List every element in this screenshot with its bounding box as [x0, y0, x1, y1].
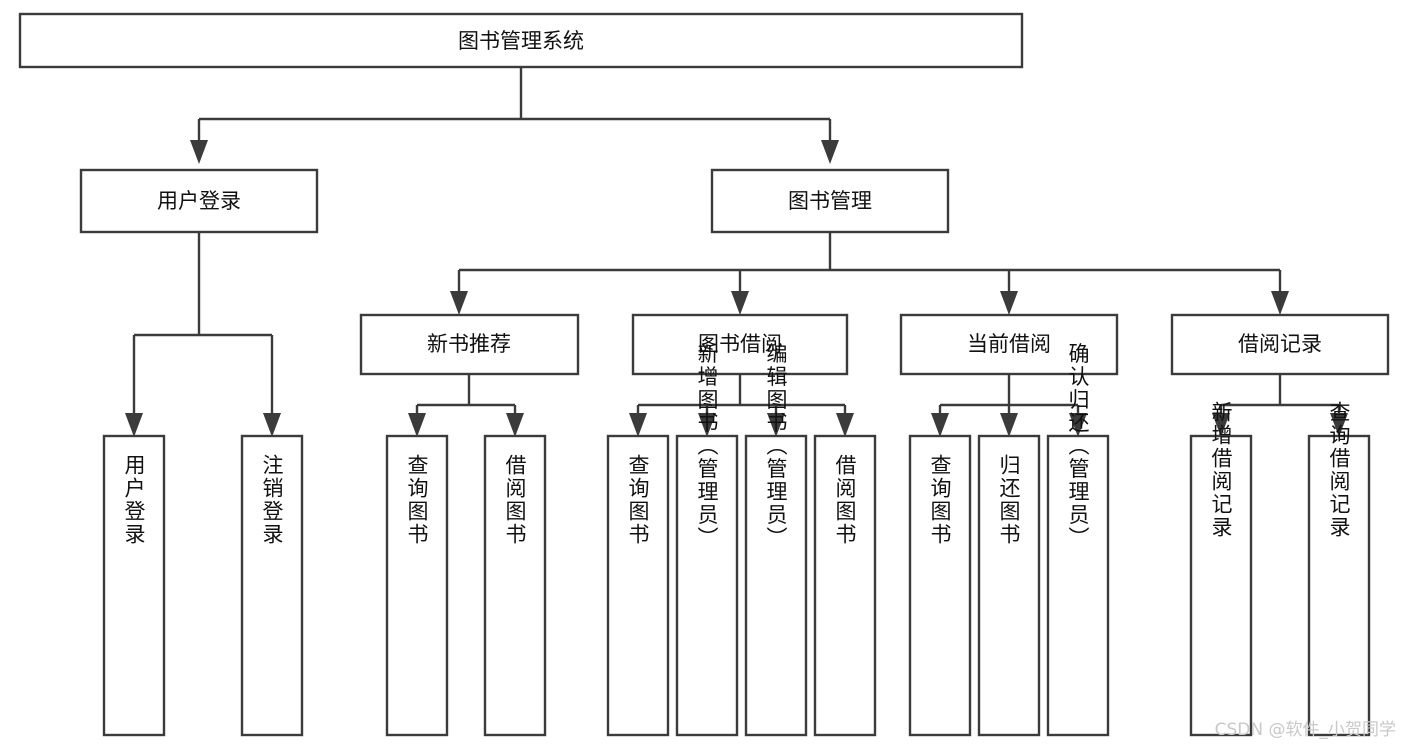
leaf-return-book-box[interactable] [977, 434, 1041, 737]
arrow-to-user-login [190, 140, 208, 164]
leaf-query-book-3-label: 查询图书 [928, 454, 952, 546]
leaf-add-record-label: 新增借阅记录 [1209, 401, 1233, 539]
leaf-query-book-3-box[interactable] [908, 434, 972, 737]
leaf-query-book-1-box[interactable] [385, 434, 449, 737]
arrow-to-new-book-recommend [450, 291, 468, 315]
leaf-add-book-label: 新增图书（管理员） [695, 343, 719, 550]
node-user-login[interactable]: 用户登录 [79, 168, 319, 234]
leaf-node[interactable]: 新增借阅记录 [1189, 401, 1253, 737]
node-book-manage-box[interactable] [710, 168, 950, 234]
leaf-node[interactable]: 新增图书（管理员） [675, 343, 739, 737]
leaf-query-record-box[interactable] [1307, 434, 1371, 737]
leaf-user-login-box[interactable] [102, 434, 166, 737]
node-new-book-recommend[interactable]: 新书推荐 [359, 313, 580, 376]
leaf-borrow-book-2-box[interactable] [813, 434, 877, 737]
connector-layer [125, 67, 1348, 437]
node-new-book-recommend-label: 新书推荐 [427, 332, 511, 356]
leaf-confirm-return-box[interactable] [1046, 434, 1110, 737]
leaf-add-record-box[interactable] [1189, 434, 1253, 737]
leaf-user-logout-box[interactable] [240, 434, 304, 737]
node-borrow-record-box[interactable] [1170, 313, 1390, 376]
leaf-node[interactable]: 查询图书 [908, 434, 972, 737]
leaf-node[interactable]: 确认归还（管理员） [1046, 343, 1110, 737]
leaf-edit-book-box[interactable] [744, 434, 808, 737]
arrow-to-book-borrow [731, 291, 749, 315]
arrow-to-leaf-borrow-book-2 [836, 413, 854, 437]
leaf-node[interactable]: 查询借阅记录 [1307, 401, 1371, 737]
leaf-node[interactable]: 用户登录 [102, 434, 166, 737]
arrow-to-current-borrow [1000, 291, 1018, 315]
leaf-node[interactable]: 编辑图书（管理员） [744, 343, 808, 737]
leaf-node[interactable]: 查询图书 [385, 434, 449, 737]
leaf-user-logout-label: 注销登录 [260, 454, 284, 546]
arrow-to-borrow-record [1271, 291, 1289, 315]
node-root[interactable]: 图书管理系统 [18, 12, 1024, 69]
arrow-to-book-manage [821, 140, 839, 164]
leaf-node[interactable]: 注销登录 [240, 434, 304, 737]
node-book-borrow[interactable]: 图书借阅 [631, 313, 849, 376]
arrow-to-leaf-user-logout [263, 413, 281, 437]
leaf-node[interactable]: 查询图书 [606, 434, 670, 737]
arrow-to-leaf-borrow-book-1 [506, 413, 524, 437]
node-book-manage-label: 图书管理 [788, 189, 872, 213]
leaf-node[interactable]: 归还图书 [977, 434, 1041, 737]
arrow-to-leaf-user-login [125, 413, 143, 437]
leaf-query-book-1-label: 查询图书 [405, 454, 429, 546]
leaf-borrow-book-2-label: 借阅图书 [833, 454, 857, 546]
arrow-to-leaf-query-book-1 [408, 413, 426, 437]
arrow-to-leaf-query-book-2 [629, 413, 647, 437]
node-current-borrow-label: 当前借阅 [967, 332, 1051, 356]
leaf-query-record-label: 查询借阅记录 [1327, 401, 1351, 539]
node-user-login-box[interactable] [79, 168, 319, 234]
leaf-borrow-book-1-box[interactable] [483, 434, 547, 737]
node-root-label: 图书管理系统 [458, 29, 584, 53]
node-current-borrow[interactable]: 当前借阅 [899, 313, 1119, 376]
arrow-to-leaf-return-book [1000, 413, 1018, 437]
node-current-borrow-box[interactable] [899, 313, 1119, 376]
arrow-to-leaf-query-book-3 [931, 413, 949, 437]
leaf-node[interactable]: 借阅图书 [813, 434, 877, 737]
node-borrow-record[interactable]: 借阅记录 [1170, 313, 1390, 376]
watermark-label: CSDN @软件_小贺同学 [1215, 720, 1396, 740]
leaf-query-book-2-box[interactable] [606, 434, 670, 737]
leaf-query-book-2-label: 查询图书 [626, 454, 650, 546]
leaf-confirm-return-label: 确认归还（管理员） [1066, 343, 1090, 550]
leaf-user-login-label: 用户登录 [122, 454, 146, 546]
node-root-box[interactable] [18, 12, 1024, 69]
leaf-edit-book-label: 编辑图书（管理员） [764, 343, 788, 550]
leaf-node[interactable]: 借阅图书 [483, 434, 547, 737]
leaf-add-book-box[interactable] [675, 434, 739, 737]
leaf-borrow-book-1-label: 借阅图书 [503, 454, 527, 546]
node-book-borrow-box[interactable] [631, 313, 849, 376]
node-new-book-recommend-box[interactable] [359, 313, 580, 376]
node-book-borrow-label: 图书借阅 [698, 332, 782, 356]
leaf-return-book-label: 归还图书 [997, 454, 1021, 546]
node-user-login-label: 用户登录 [157, 189, 241, 213]
node-borrow-record-label: 借阅记录 [1238, 332, 1322, 356]
node-book-manage[interactable]: 图书管理 [710, 168, 950, 234]
